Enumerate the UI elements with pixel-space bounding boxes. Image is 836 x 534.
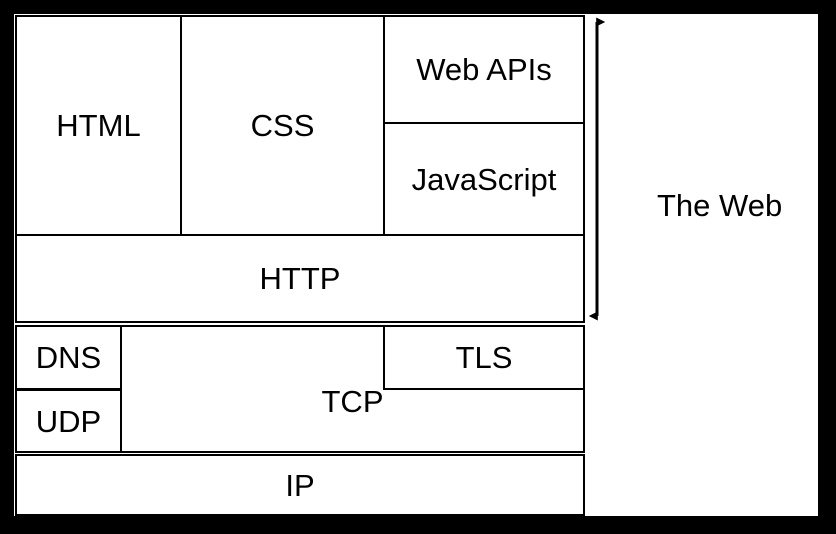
box-tls-label: TLS: [455, 340, 513, 375]
box-html-label: HTML: [56, 108, 141, 143]
box-html[interactable]: HTML: [15, 15, 182, 236]
box-javascript[interactable]: JavaScript: [383, 122, 585, 236]
box-tcp-label: TCP: [321, 383, 384, 419]
box-css-label: CSS: [250, 108, 315, 143]
box-javascript-label: JavaScript: [411, 161, 557, 197]
box-http-label: HTTP: [259, 261, 341, 296]
box-http[interactable]: HTTP: [15, 234, 585, 323]
box-web-apis-label: Web APIs: [416, 52, 552, 87]
box-web-apis[interactable]: Web APIs: [383, 15, 585, 124]
box-ip[interactable]: IP: [15, 454, 585, 516]
box-udp[interactable]: UDP: [15, 389, 122, 453]
box-dns[interactable]: DNS: [15, 325, 122, 390]
box-dns-label: DNS: [35, 340, 102, 375]
box-ip-label: IP: [285, 467, 315, 503]
box-css[interactable]: CSS: [180, 15, 385, 236]
box-udp-label: UDP: [35, 403, 102, 439]
box-tls[interactable]: TLS: [383, 325, 585, 390]
the-web-label: The Web: [657, 188, 783, 223]
